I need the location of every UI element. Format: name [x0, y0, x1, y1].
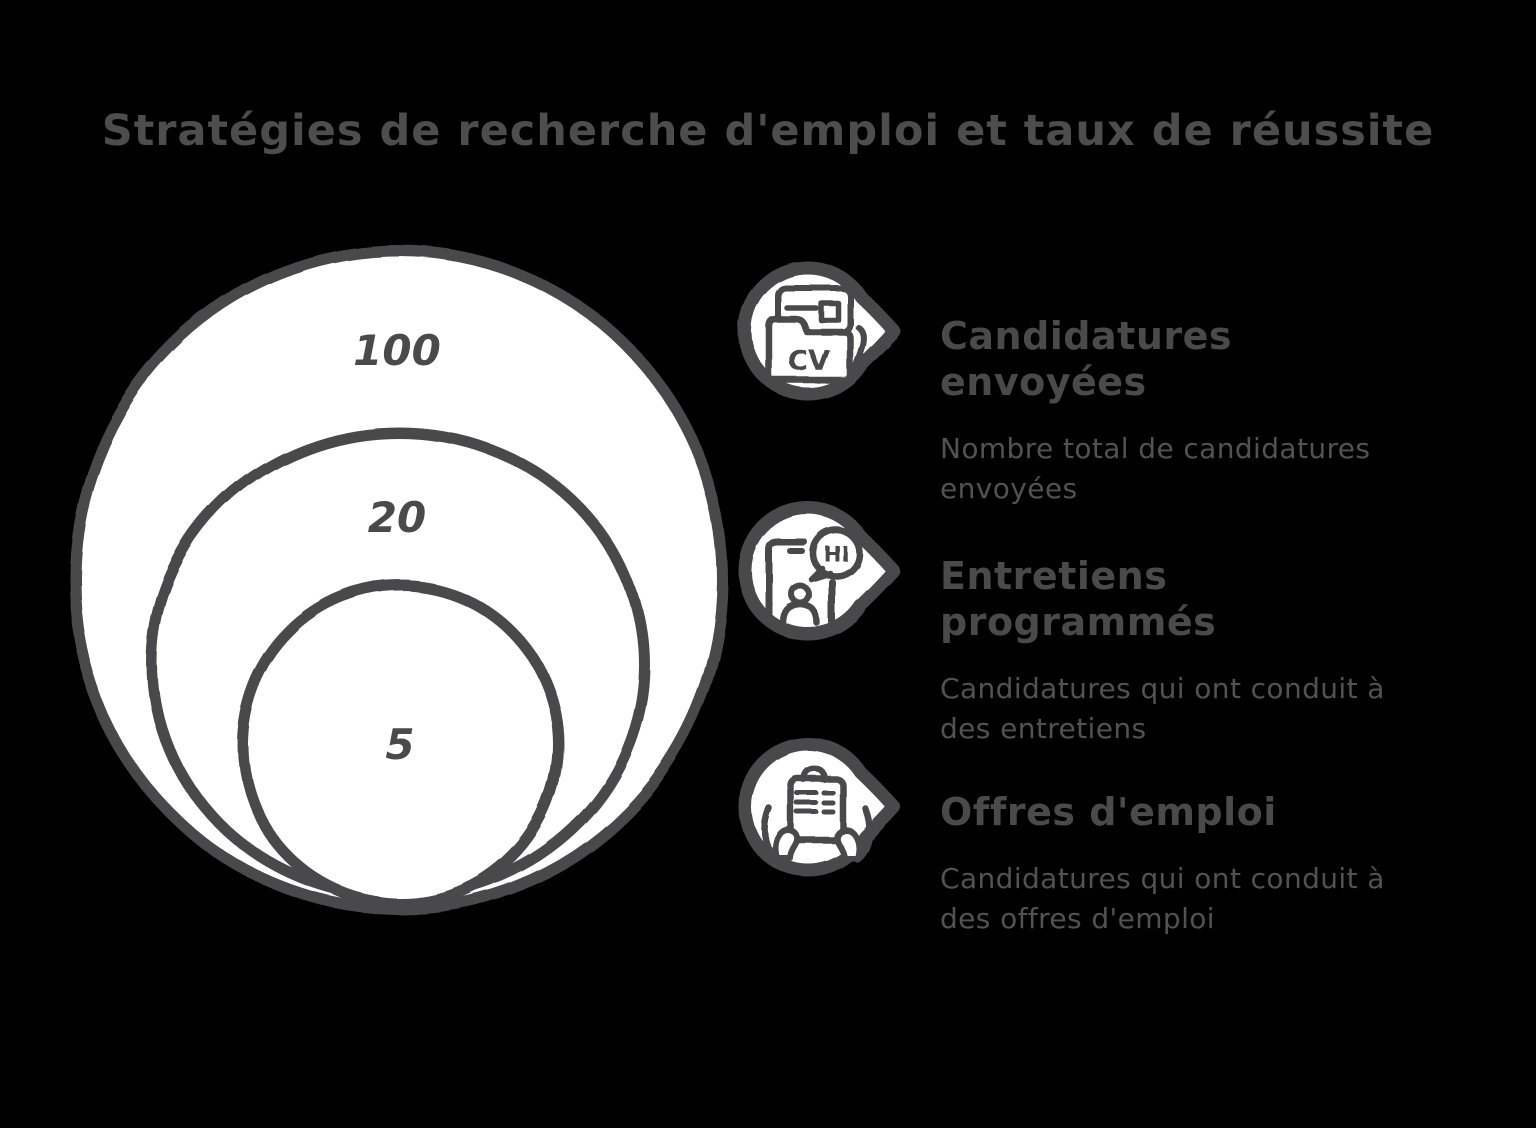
video-interview-icon: HI	[738, 501, 901, 641]
cv-folder-icon: CV	[738, 261, 901, 401]
legend-item-title: Candidatures envoyées	[940, 314, 1233, 404]
cv-label: CV	[788, 344, 831, 377]
circle-value-interviews: 20	[368, 493, 426, 542]
nested-circles-chart: 100 20 5	[68, 244, 728, 914]
hands-clipboard-icon	[738, 737, 901, 877]
legend-item-description: Candidatures qui ont conduit à des offre…	[940, 862, 1385, 935]
circle-value-applications: 100	[353, 326, 441, 375]
page-title: Stratégies de recherche d'emploi et taux…	[101, 106, 1435, 156]
legend-item-title: Offres d'emploi	[940, 790, 1277, 834]
legend-item-title: Entretiens programmés	[940, 554, 1217, 644]
legend-item-description: Nombre total de candidatures envoyées	[940, 432, 1371, 505]
hi-label: HI	[823, 542, 848, 566]
legend-item: HI Entretiens programmés Candidatures qu…	[726, 493, 1506, 745]
legend-item: CV Candidatures envoyées Nombre total de…	[726, 253, 1506, 505]
circle-offers	[236, 579, 564, 909]
legend-item-description: Candidatures qui ont conduit à des entre…	[940, 672, 1385, 745]
circle-value-offers: 5	[385, 720, 414, 769]
legend-item: Offres d'emploi Candidatures qui ont con…	[726, 729, 1506, 969]
